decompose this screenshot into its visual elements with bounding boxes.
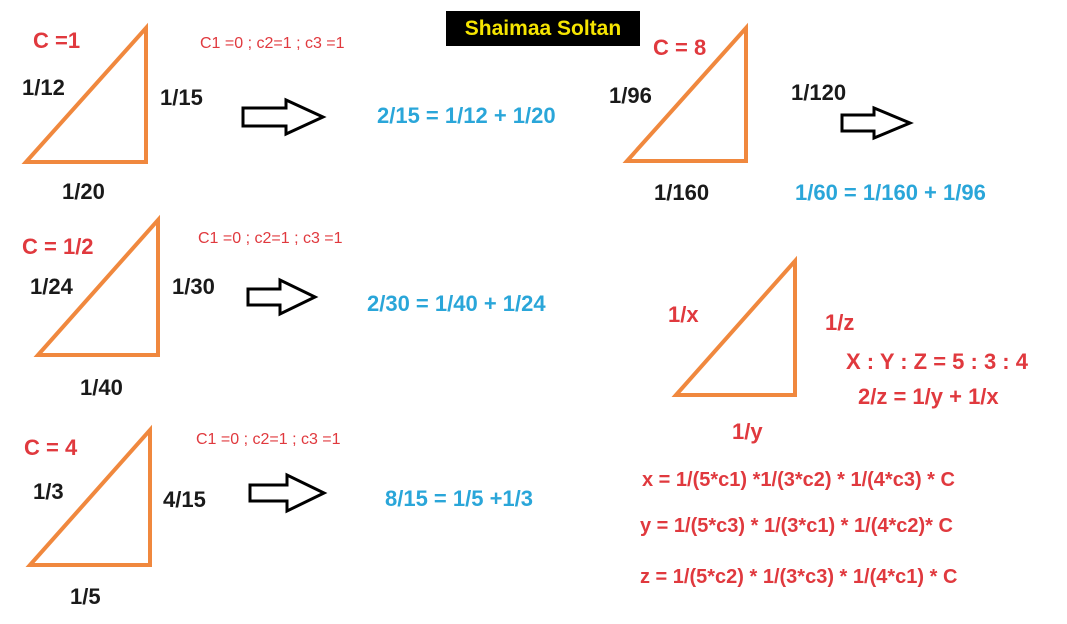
left-side-4: 1/96 <box>609 83 652 108</box>
arrow-3 <box>248 472 328 514</box>
equation-3: 8/15 = 1/5 +1/3 <box>385 486 534 511</box>
equation-4: 1/60 = 1/160 + 1/96 <box>795 180 986 205</box>
relation-statement: 2/z = 1/y + 1/x <box>858 384 999 409</box>
triangle-1 <box>21 22 148 164</box>
triangle-2 <box>33 214 160 357</box>
formula-z: z = 1/(5*c2) * 1/(3*c3) * 1/(4*c1) * C <box>640 566 958 588</box>
formula-x: x = 1/(5*c1) *1/(3*c2) * 1/(4*c3) * C <box>642 469 955 491</box>
equation-1: 2/15 = 1/12 + 1/20 <box>377 103 556 128</box>
triangle-general <box>671 255 797 397</box>
left-side-2: 1/24 <box>30 274 73 299</box>
bottom-side-1: 1/20 <box>62 179 105 204</box>
left-side-1: 1/12 <box>22 75 65 100</box>
ratio-statement: X : Y : Z = 5 : 3 : 4 <box>846 349 1028 374</box>
arrow-1 <box>241 97 327 137</box>
bottom-side-4: 1/160 <box>654 180 710 205</box>
bottom-side-2: 1/40 <box>80 375 123 400</box>
equation-2: 2/30 = 1/40 + 1/24 <box>367 291 546 316</box>
c-label-2: C = 1/2 <box>22 234 94 259</box>
left-side-3: 1/3 <box>33 479 64 504</box>
general-right-side: 1/z <box>825 310 855 335</box>
general-left-side: 1/x <box>668 302 699 327</box>
author-title: Shaimaa Soltan <box>446 11 640 46</box>
c-label-4: C = 8 <box>653 35 707 60</box>
arrow-2 <box>246 277 319 317</box>
triangle-3 <box>25 424 152 567</box>
coefficients-1: C1 =0 ; c2=1 ; c3 =1 <box>200 35 345 52</box>
triangle-4 <box>622 22 748 163</box>
c-label-3: C = 4 <box>24 435 78 460</box>
right-side-4: 1/120 <box>791 80 847 105</box>
coefficients-3: C1 =0 ; c2=1 ; c3 =1 <box>196 431 341 448</box>
general-bottom-side: 1/y <box>732 419 763 444</box>
c-label-1: C =1 <box>33 28 81 53</box>
right-side-2: 1/30 <box>172 274 215 299</box>
arrow-4 <box>840 105 914 141</box>
coefficients-2: C1 =0 ; c2=1 ; c3 =1 <box>198 230 343 247</box>
formula-y: y = 1/(5*c3) * 1/(3*c1) * 1/(4*c2)* C <box>640 515 953 537</box>
bottom-side-3: 1/5 <box>70 584 101 609</box>
right-side-3: 4/15 <box>163 487 206 512</box>
right-side-1: 1/15 <box>160 85 203 110</box>
